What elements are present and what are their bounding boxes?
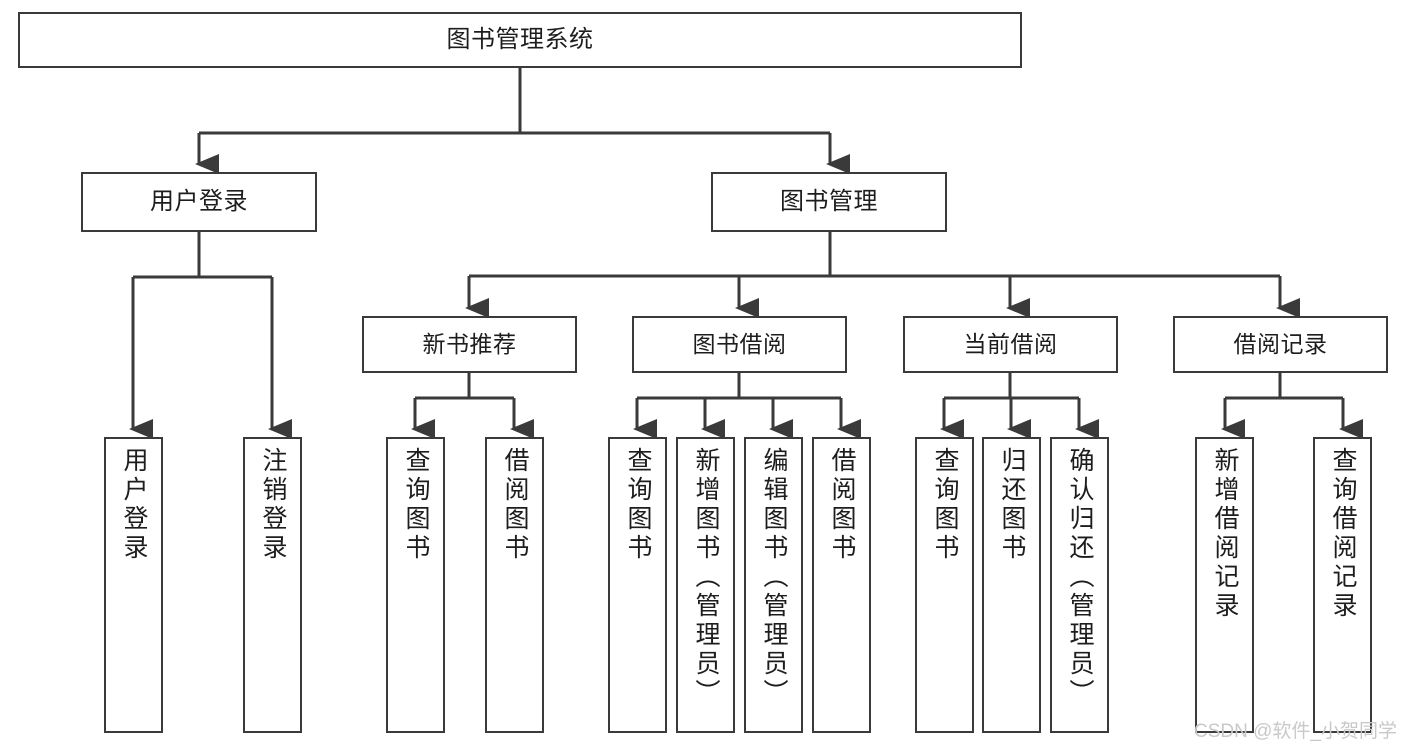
csdn-watermark: CSDN @软件_小贺同学	[1194, 721, 1397, 742]
node-label: 用户登录	[150, 187, 248, 215]
node-leaf-borrow-book[interactable]: 借阅图书	[812, 437, 871, 733]
node-leaf-confirm-return-admin[interactable]: 确认归还（管理员）	[1050, 437, 1109, 733]
node-borrow-record[interactable]: 借阅记录	[1173, 316, 1388, 373]
node-label: 新增图书（管理员）	[692, 447, 720, 708]
node-label: 图书借阅	[692, 330, 787, 357]
node-leaf-add-book-admin[interactable]: 新增图书（管理员）	[676, 437, 735, 733]
node-root-book-management-system[interactable]: 图书管理系统	[18, 12, 1022, 68]
node-label: 用户登录	[120, 447, 148, 563]
node-leaf-return-book[interactable]: 归还图书	[982, 437, 1041, 733]
node-label: 图书管理	[780, 187, 878, 215]
node-label: 编辑图书（管理员）	[760, 447, 788, 708]
node-label: 查询借阅记录	[1329, 447, 1357, 621]
node-leaf-query-book-current[interactable]: 查询图书	[915, 437, 974, 733]
node-label: 借阅记录	[1233, 330, 1328, 357]
node-label: 借阅图书	[828, 447, 856, 563]
node-label: 查询图书	[624, 447, 652, 563]
node-leaf-query-book-borrow[interactable]: 查询图书	[608, 437, 667, 733]
node-label: 当前借阅	[963, 330, 1058, 357]
node-label: 新增借阅记录	[1211, 447, 1239, 621]
node-new-book-recommend[interactable]: 新书推荐	[362, 316, 577, 373]
node-current-borrow[interactable]: 当前借阅	[903, 316, 1118, 373]
node-label: 借阅图书	[501, 447, 529, 563]
node-label: 注销登录	[259, 447, 287, 563]
node-label: 查询图书	[931, 447, 959, 563]
node-label: 新书推荐	[422, 330, 517, 357]
node-leaf-edit-book-admin[interactable]: 编辑图书（管理员）	[744, 437, 803, 733]
node-label: 图书管理系统	[446, 25, 594, 53]
node-label: 确认归还（管理员）	[1066, 447, 1094, 708]
node-leaf-logout[interactable]: 注销登录	[243, 437, 302, 733]
node-leaf-query-book-recommend[interactable]: 查询图书	[386, 437, 445, 733]
node-leaf-add-borrow-record[interactable]: 新增借阅记录	[1195, 437, 1254, 733]
node-book-management[interactable]: 图书管理	[711, 172, 947, 232]
node-leaf-query-borrow-record[interactable]: 查询借阅记录	[1313, 437, 1372, 733]
node-label: 归还图书	[998, 447, 1026, 563]
node-user-login[interactable]: 用户登录	[81, 172, 317, 232]
node-book-borrow[interactable]: 图书借阅	[632, 316, 847, 373]
node-leaf-user-login[interactable]: 用户登录	[104, 437, 163, 733]
node-leaf-borrow-book-recommend[interactable]: 借阅图书	[485, 437, 544, 733]
node-label: 查询图书	[402, 447, 430, 563]
